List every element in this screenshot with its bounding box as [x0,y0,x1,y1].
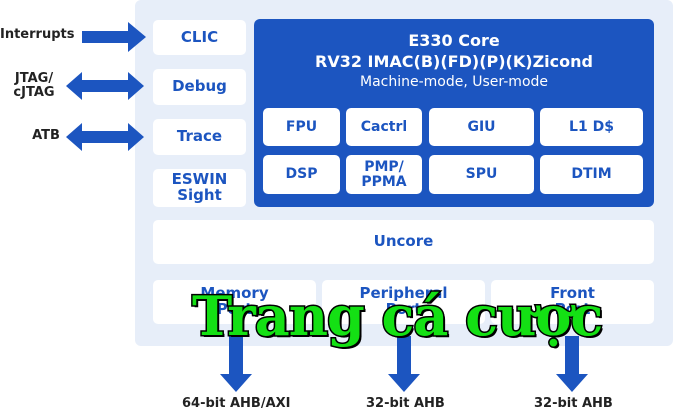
watermark-text: Trang cá cược [191,283,605,350]
spu-unit: SPU [429,155,534,194]
memory-port-arrow [220,336,252,392]
core-title: E330 Core [408,31,500,50]
front-port-arrow [556,336,588,392]
jtag-arrow [66,72,144,100]
atb-label: ATB [32,128,60,143]
l1-dcache-unit: L1 D$ [540,108,643,146]
cactrl-unit: Cactrl [346,108,422,146]
clic-block: CLIC [153,20,246,55]
interrupts-arrow [82,22,146,52]
memory-bus-label: 64-bit AHB/AXI [182,396,291,411]
dsp-unit: DSP [263,155,340,194]
interrupts-label: Interrupts [0,27,75,42]
peripheral-port-arrow [388,336,420,392]
trace-block: Trace [153,119,246,155]
memory-port-block: Memory Port [153,280,316,324]
eswin-sight-block: ESWIN Sight [153,169,246,207]
fpu-unit: FPU [263,108,340,146]
core-isa: RV32 IMAC(B)(FD)(P)(K)Zicond [315,52,593,71]
debug-block: Debug [153,69,246,105]
peripheral-bus-label: 32-bit AHB [366,396,445,411]
atb-arrow [66,123,144,151]
front-port-block: Front Port [491,280,654,324]
core-modes: Machine-mode, User-mode [359,74,549,90]
pmp-ppma-unit: PMP/ PPMA [346,155,422,194]
jtag-label: JTAG/ cJTAG [13,71,55,101]
uncore-block: Uncore [153,220,654,264]
front-bus-label: 32-bit AHB [534,396,613,411]
dtim-unit: DTIM [540,155,643,194]
peripheral-port-block: Peripheral Port [322,280,485,324]
giu-unit: GIU [429,108,534,146]
